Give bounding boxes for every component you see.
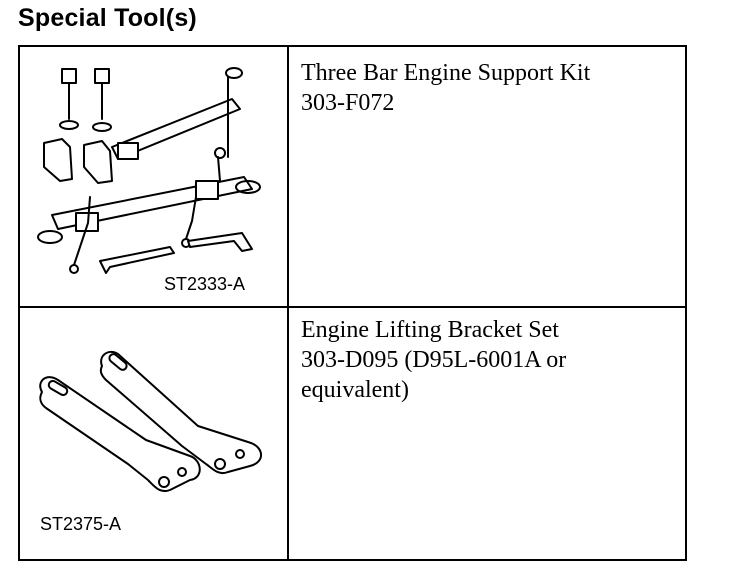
page-title: Special Tool(s): [18, 4, 197, 32]
special-tools-table: ST2333-A Three Bar Engine Support Kit 30…: [18, 45, 687, 561]
illustration-code: ST2333-A: [164, 274, 246, 294]
tool-description: Three Bar Engine Support Kit 303-F072: [301, 58, 590, 118]
tool-name: Engine Lifting Bracket Set: [301, 317, 559, 343]
table-row-divider: [20, 306, 685, 308]
engine-support-kit-illustration: [20, 47, 287, 306]
tool-number: 303-F072: [301, 90, 395, 116]
table-column-divider: [287, 47, 289, 559]
tool-name: Three Bar Engine Support Kit: [301, 60, 591, 86]
tool-number-note: equivalent): [301, 377, 409, 403]
tool-number: 303-D095 (D95L-6001A or: [301, 347, 567, 373]
lifting-bracket-illustration: [20, 308, 287, 561]
tool-description: Engine Lifting Bracket Set 303-D095 (D95…: [301, 315, 566, 405]
lifting-bracket-icon: [39, 350, 262, 492]
engine-support-kit-icon: [37, 67, 261, 274]
illustration-code: ST2375-A: [40, 514, 122, 534]
